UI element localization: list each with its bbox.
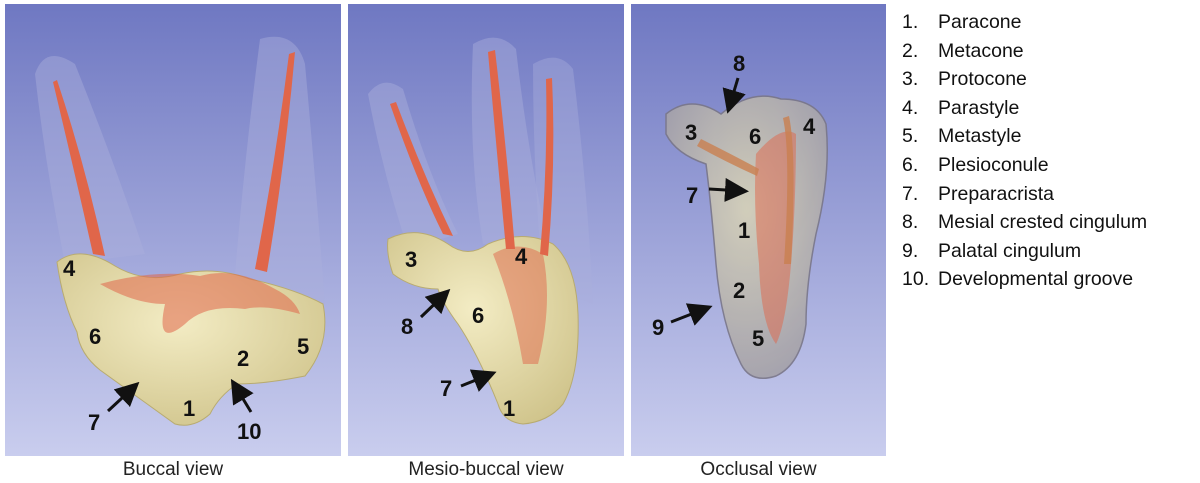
legend-text: Mesial crested cingulum <box>938 211 1148 234</box>
arrow-9 <box>670 303 713 326</box>
legend-number: 10. <box>902 268 930 291</box>
label-3: 3 <box>685 120 697 145</box>
mesio-buccal-view-panel: 3 4 8 6 7 1 <box>348 4 624 456</box>
pulp-canal <box>540 78 554 256</box>
legend-text: Protocone <box>938 68 1027 91</box>
pulp-chamber <box>100 272 300 333</box>
legend-item: 8. Mesial crested cingulum <box>902 208 1147 237</box>
legend-text: Preparacrista <box>938 182 1054 205</box>
legend-text: Metastyle <box>938 125 1022 148</box>
label-3: 3 <box>405 247 417 272</box>
legend-number: 8. <box>902 211 919 234</box>
arrow-8 <box>419 288 451 319</box>
label-7: 7 <box>88 410 100 435</box>
caption-buccal-view: Buccal view <box>122 459 224 480</box>
legend-item: 5. Metastyle <box>902 122 1147 151</box>
legend-number: 7. <box>902 182 919 205</box>
legend-item: 9. Palatal cingulum <box>902 237 1147 266</box>
label-5: 5 <box>752 326 764 351</box>
label-6: 6 <box>749 124 761 149</box>
pulp-chamber <box>755 131 796 344</box>
label-4: 4 <box>515 244 528 269</box>
legend-text: Plesioconule <box>938 153 1049 176</box>
legend-text: Paracone <box>938 11 1022 33</box>
arrow-7 <box>708 177 749 202</box>
legend-item: 10. Developmental groove <box>902 265 1147 294</box>
legend-item: 2. Metacone <box>902 37 1147 66</box>
pulp-canal <box>783 116 794 264</box>
arrow-10 <box>230 378 254 413</box>
legend-item: 4. Parastyle <box>902 94 1147 123</box>
legend-number: 6. <box>902 153 919 176</box>
legend-number: 9. <box>902 239 919 262</box>
mesio-buccal-view-image: 3 4 8 6 7 1 <box>348 4 624 456</box>
legend-text: Palatal cingulum <box>938 239 1082 262</box>
label-1: 1 <box>738 218 750 243</box>
label-5: 5 <box>297 334 309 359</box>
legend-item: 7. Preparacrista <box>902 180 1147 209</box>
label-2: 2 <box>237 346 249 371</box>
pulp-canal <box>488 50 515 249</box>
legend-text: Developmental groove <box>938 268 1134 291</box>
label-10: 10 <box>237 419 261 444</box>
buccal-view-image: 4 6 2 5 7 1 10 <box>5 4 341 456</box>
arrow-8 <box>722 77 746 114</box>
root-shadow <box>471 37 548 244</box>
pulp-chamber <box>493 246 547 364</box>
label-2: 2 <box>733 278 745 303</box>
caption-mesio-buccal-view: Mesio-buccal view <box>408 459 564 480</box>
label-9: 9 <box>652 315 664 340</box>
label-6: 6 <box>89 324 101 349</box>
buccal-view-panel: 4 6 2 5 7 1 10 <box>5 4 341 456</box>
label-8: 8 <box>733 51 745 76</box>
occlusal-view-image: 8 3 6 4 7 1 2 9 5 <box>631 4 886 456</box>
label-4: 4 <box>63 256 76 281</box>
legend-text: Parastyle <box>938 96 1020 119</box>
label-7: 7 <box>440 376 452 401</box>
pulp-canal <box>390 102 453 236</box>
legend-list: 1. Paracone 2. Metacone 3. Protocone 4. Para… <box>902 8 1147 294</box>
legend-number: 4. <box>902 96 919 119</box>
label-8: 8 <box>401 314 413 339</box>
label-4: 4 <box>803 114 816 139</box>
legend-item: 3. Protocone <box>902 65 1147 94</box>
arrow-7 <box>460 369 497 392</box>
label-7: 7 <box>686 183 698 208</box>
legend-text: Metacone <box>938 39 1024 62</box>
label-1: 1 <box>503 396 515 421</box>
arrow-7 <box>106 381 140 413</box>
legend-number: 5. <box>902 125 919 148</box>
caption-occlusal-view: Occlusal view <box>700 459 817 480</box>
label-1: 1 <box>183 396 195 421</box>
legend-number: 2. <box>902 39 919 62</box>
pulp-canal <box>53 80 105 256</box>
legend-number: 1. <box>902 11 919 33</box>
pulp-canal <box>255 52 295 272</box>
legend-item: 6. Plesioconule <box>902 151 1147 180</box>
legend-item: 1. Paracone <box>902 8 1147 37</box>
pulp-canal <box>697 139 759 176</box>
legend-number: 3. <box>902 68 919 91</box>
occlusal-view-panel: 8 3 6 4 7 1 2 9 5 <box>631 4 886 456</box>
label-6: 6 <box>472 303 484 328</box>
